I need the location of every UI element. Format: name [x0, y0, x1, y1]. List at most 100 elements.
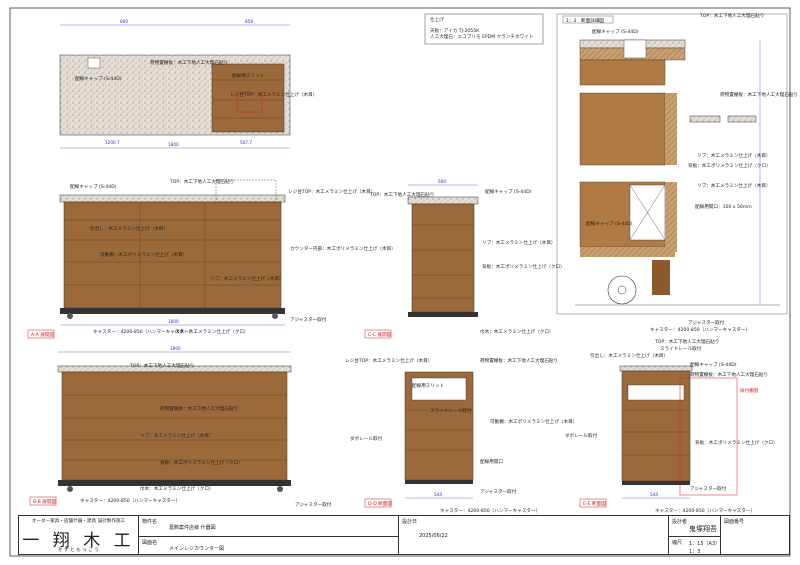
drawing-line: [62, 394, 287, 461]
drawing-line: [405, 409, 473, 451]
drawing-line: [408, 312, 478, 317]
drawing-line: [579, 59, 666, 86]
annotation-label: キャスター：4200-850（ハンマーキャスター）: [655, 507, 755, 514]
drawing-label: 図面名: [142, 540, 158, 546]
drawing-line: [67, 486, 73, 492]
annotation-label: アジャスター取付: [290, 316, 327, 323]
drawing-line: [87, 57, 101, 69]
annotation-label: E-E 断面図: [583, 500, 606, 507]
annotation-label: 配線用開口: [480, 458, 503, 465]
company-cell: オーダー家具・店舗什器・建具 設計製作施工 一 翔 木 工 か ず と も っ …: [19, 516, 139, 554]
annotation-label: 1200.7: [105, 140, 120, 145]
annotation-label: 荷物置棚板：木工下地人工大理石貼り: [720, 91, 798, 98]
annotation-label: ダボレール取付: [565, 432, 598, 439]
annotation-label: 可動棚：木工ポリメラミン仕上げ（木目）: [490, 418, 577, 425]
drawing-line: [727, 115, 757, 123]
annotation-label: TOP：木工下地人工大理石貼り: [129, 362, 194, 369]
section-detail: 1：3 断面詳細図 TOP：木工下地人工大理石貼り 配線キャップ (S-44D)…: [556, 12, 798, 333]
drawing-line: [689, 115, 721, 123]
annotation-label: 背板：木工ポリメラミン仕上げ（クロ）: [695, 439, 778, 446]
annotation-label: スライドレール取付: [660, 345, 702, 352]
company-tagline: オーダー家具・店舗什器・建具 設計製作施工: [31, 519, 126, 524]
annotation-label: 1800: [170, 346, 181, 351]
annotation-label: 1：3 断面詳細図: [566, 17, 604, 24]
property-name: 葛飾案件店様 什器図: [169, 525, 216, 531]
drawing-line: [215, 179, 277, 203]
drawing-line: [364, 329, 392, 339]
annotation-label: 荷物置棚板：木工下地人工大理石貼り: [480, 357, 558, 364]
annotation-label: 荷物置棚板：木工下地人工大理石貼り: [160, 405, 238, 412]
drawing-line: [562, 15, 614, 24]
scale-detail: 1：3: [689, 549, 701, 555]
drawing-line: [211, 63, 285, 133]
drawing-line: [411, 377, 467, 401]
drawing-name: メインレジカウンター図: [169, 546, 225, 552]
company-name: 一 翔 木 工: [22, 531, 135, 551]
drawing-line: [579, 498, 607, 508]
drawing-line: [27, 329, 55, 339]
annotation-label: 配線キャップ (S-44D): [586, 220, 633, 227]
drawing-line: [59, 194, 286, 203]
elevation-c-c: 600 TOP：木工下地人工大理石貼り 配線キャップ (S-44D) リブ：木工…: [364, 179, 565, 339]
sheet-border: [9, 7, 791, 557]
annotation-label: 荷物置棚板：木工下地人工大理石貼り: [150, 59, 228, 66]
annotation-label: 配線キャップ (S-44D): [690, 361, 737, 368]
drawing-line: [407, 196, 479, 205]
drawing-line: [580, 247, 675, 257]
drawing-line: [64, 202, 281, 308]
drawing-line: [622, 481, 690, 485]
drawing-line: [63, 201, 282, 309]
annotation-label: 可動棚：木工ポリメラミン仕上げ（木目）: [100, 251, 187, 258]
finish-notes: 仕上げ 天板：アイカ TJ-2055K 人工大理石：エコプリモ EPDM クラン…: [424, 13, 544, 45]
annotation-label: 引出し：木工メラミン仕上げ（木目）: [90, 225, 168, 232]
annotation-label: キャスター：4200-850（ハンマーキャスター）: [440, 507, 540, 514]
date-label: 設計日: [402, 519, 418, 525]
annotation-label: リブ：木工メラミン仕上げ（木目）: [482, 239, 556, 246]
annotation-label: アジャスター取付: [295, 501, 332, 508]
annotation-label: 巾木：木工メラミン仕上げ（クロ）: [140, 485, 214, 492]
annotation-label: 配線キャップ (S-44D): [485, 188, 532, 195]
annotation-label: キャスター：4200-850（ハンマーキャスター）: [80, 497, 180, 504]
annotation-label: リブ：木工メラミン仕上げ（木目）: [697, 182, 771, 189]
annotation-label: ダボレール取付: [350, 435, 383, 442]
annotation-label: TOP：木工下地人工大理石貼り: [699, 12, 764, 19]
drawing-line: [364, 498, 392, 508]
drawing-line: [617, 285, 627, 295]
drawing-line: [412, 224, 474, 299]
annotation-label: 544: [650, 492, 658, 497]
drawing-line: [665, 93, 677, 165]
company-kana: か ず と も っ こ う: [58, 548, 99, 553]
drawing-line: [665, 182, 677, 252]
annotation-label: 544: [434, 492, 442, 497]
drawing-line: [607, 275, 637, 305]
annotation-label: カウンター内部：木工ポリメラミン仕上げ（木目）: [290, 245, 396, 252]
drawing-line: [679, 377, 738, 496]
annotation-label: TOP：木工下地人工大理石貼り: [654, 338, 719, 345]
annotation-label: スライドレール取付: [430, 407, 472, 414]
names-cell: 物件名葛飾案件店様 什器図 図面名メインレジカウンター図: [139, 516, 399, 554]
annotation-label: C-C 展開図: [368, 332, 392, 338]
annotation-label: 人工大理石：エコプリモ EPDM クランチホワイト: [430, 33, 533, 40]
drawing-line: [579, 92, 666, 166]
drawing-line: [556, 13, 788, 315]
drawing-line: [29, 496, 57, 506]
drawing-line: [623, 39, 647, 59]
annotation-label: 荷物置棚板：木工下地人工大理石貼り: [690, 371, 768, 378]
drawing-line: [212, 79, 284, 119]
annotation-label: TOP：木工下地人工大理石貼り: [169, 178, 234, 185]
drawing-line: [619, 365, 693, 372]
annotation-label: アジャスター取付: [688, 319, 725, 326]
annotation-label: 配線キャップ (S-44D): [592, 28, 639, 35]
scale-primary: 1：15（A3）: [689, 541, 721, 547]
annotation-label: D-D 断面図: [368, 500, 392, 507]
drawing-number-cell: 図面番号: [721, 516, 765, 554]
annotation-label: 巾木：木工メラミン仕上げ（クロ）: [175, 328, 249, 335]
drawing-line: [236, 91, 263, 113]
section-e-e: 544 TOP：木工下地人工大理石貼り スライドレール取付 引出し：木工メラミン…: [565, 338, 778, 514]
annotation-label: キャスター：4200-850（ハンマーキャスター）: [93, 328, 193, 335]
drawing-line: [60, 308, 285, 314]
drawing-line: [627, 384, 685, 401]
annotation-label: キャスター：4200-850（ハンマーキャスター）: [650, 326, 750, 333]
